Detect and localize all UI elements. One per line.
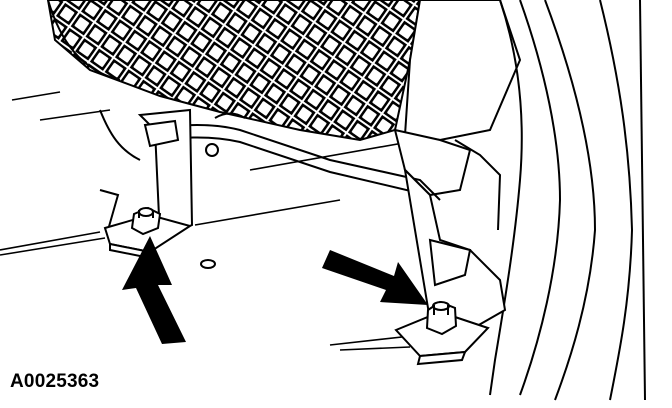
figure-id-label: A0025363: [10, 371, 100, 392]
right-seat-riser: [403, 167, 507, 332]
left-mounting-pad: [103, 213, 193, 260]
arrow-to-right-nut: [322, 250, 428, 305]
floor-hole: [200, 259, 216, 269]
right-bracket-nut: [425, 300, 458, 336]
arrow-to-left-nut: [122, 236, 186, 344]
left-seat-bracket: [99, 108, 194, 240]
left-bracket-nut: [130, 206, 162, 236]
floor-lines: [0, 91, 421, 351]
seat-side-panel: [393, 0, 522, 197]
right-pillar-trim: [454, 0, 646, 401]
